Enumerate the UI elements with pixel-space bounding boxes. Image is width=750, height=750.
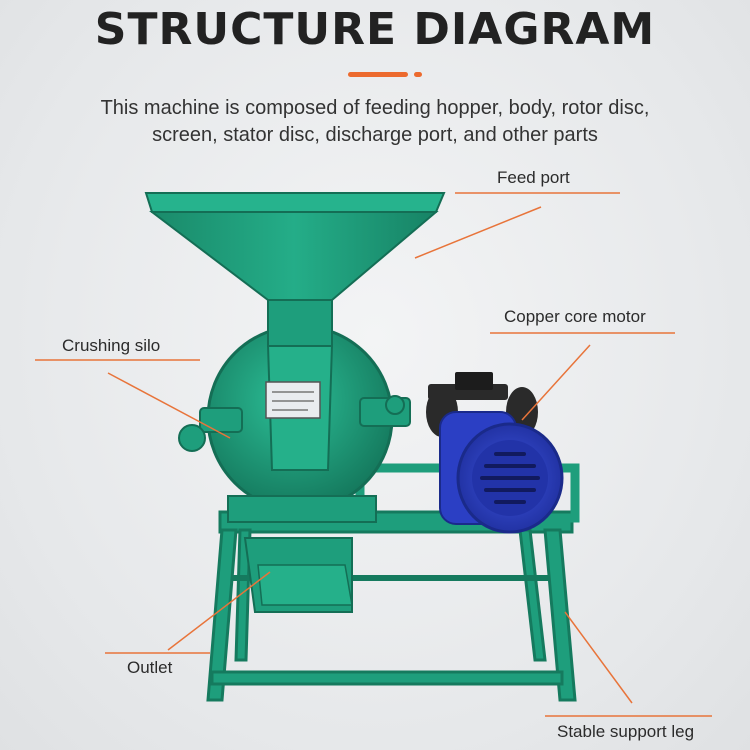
stand-bottom-rail	[210, 670, 564, 686]
description-line-2: screen, stator disc, discharge port, and…	[152, 124, 598, 146]
label-crushing-silo: Crushing silo	[62, 336, 161, 355]
label-stable-support-leg: Stable support leg	[557, 722, 695, 741]
label-copper-core-motor: Copper core motor	[504, 307, 646, 326]
stand-leg-back-right	[518, 528, 547, 662]
discharge-outlet	[243, 537, 353, 613]
title-accent-bar	[348, 72, 408, 77]
stand-leg-back-left	[234, 528, 252, 662]
stand-leg-front-left	[206, 528, 238, 702]
description-line-1: This machine is composed of feeding hopp…	[100, 97, 650, 119]
page-title: STRUCTURE DIAGRAM	[94, 4, 656, 55]
crusher-body	[178, 324, 411, 523]
description-text: This machine is composed of feeding hopp…	[0, 95, 750, 149]
callout-motor-pointer	[521, 344, 591, 421]
stand-leg-front-right	[543, 528, 577, 702]
feeding-hopper	[144, 192, 446, 347]
copper-core-motor	[426, 372, 564, 534]
callout-feed-port-pointer	[414, 206, 542, 259]
title-accent-dot	[414, 72, 422, 77]
callout-leg-pointer	[564, 611, 633, 704]
label-feed-port: Feed port	[497, 168, 570, 187]
label-outlet: Outlet	[127, 658, 173, 677]
callout-outlet-pointer	[167, 571, 271, 651]
callout-silo-pointer	[107, 372, 231, 439]
callout-lines	[35, 192, 712, 717]
